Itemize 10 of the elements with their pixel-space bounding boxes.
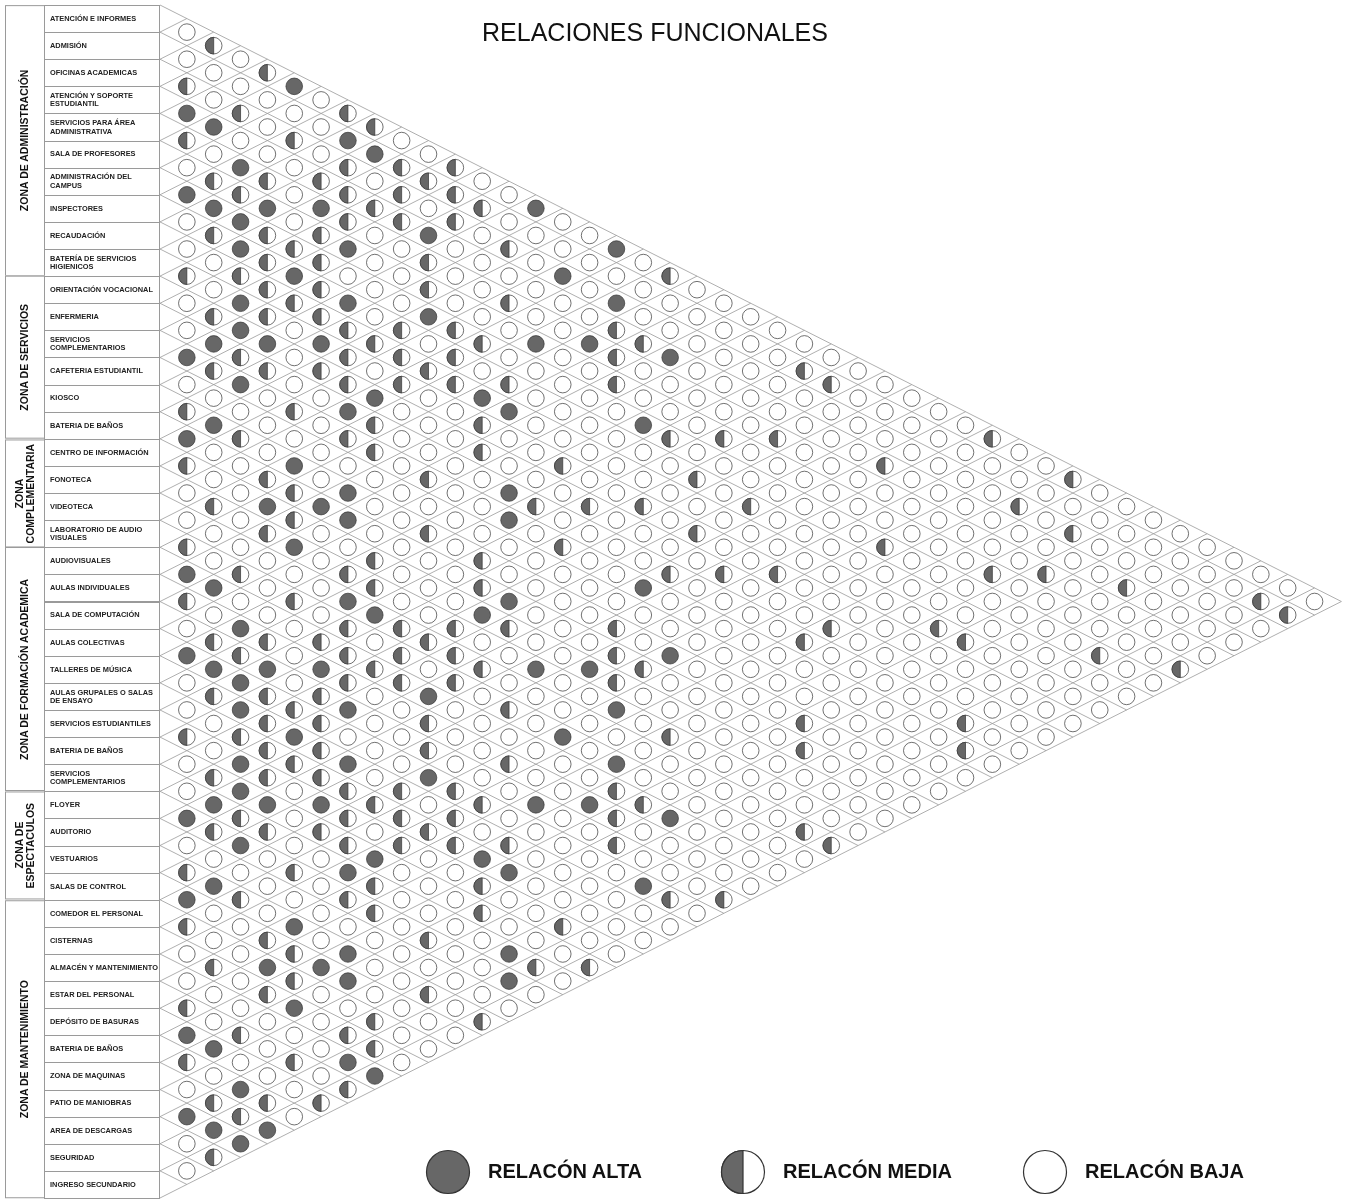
- zone-band: ZONA COMPLEMENTARIA: [5, 438, 45, 548]
- legend-label: RELACÓN BAJA: [1085, 1160, 1244, 1183]
- zone-band: ZONA DE MANTENIMIENTO: [5, 899, 45, 1198]
- legend-label: RELACÓN ALTA: [488, 1160, 643, 1183]
- zone-band: ZONA DE ADMINISTRACIÓN: [5, 5, 45, 277]
- zone-band: ZONA DE ESPECTACULOS: [5, 791, 45, 900]
- zone-band: ZONA DE SERVICIOS: [5, 276, 45, 439]
- diagram-title: RELACIONES FUNCIONALES: [482, 18, 828, 47]
- zone-band: ZONA DE FORMACIÓN ACADEMICA: [5, 547, 45, 792]
- legend-label: RELACÓN MEDIA: [783, 1160, 952, 1183]
